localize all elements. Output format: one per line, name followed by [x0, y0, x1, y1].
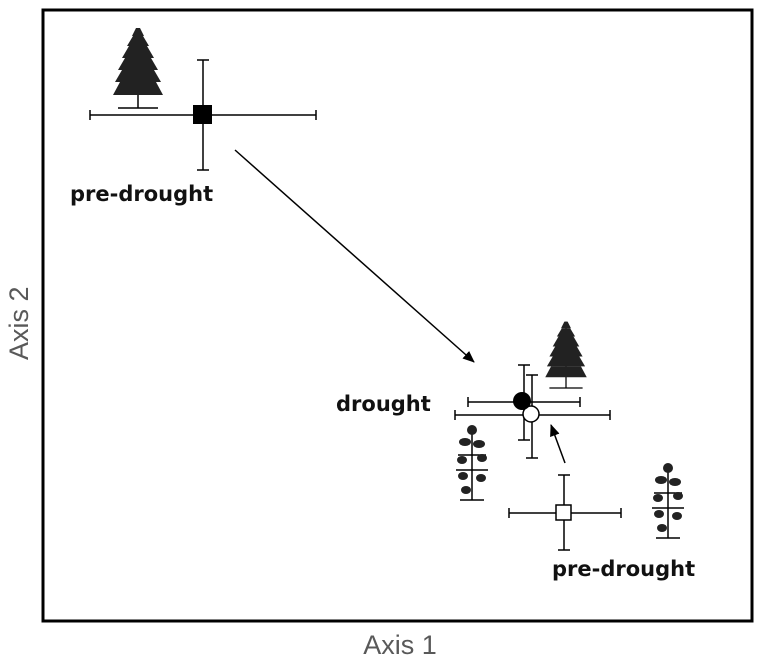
conifer-tree-icon [544, 320, 588, 389]
marker-open-circle [522, 405, 540, 423]
marker-open-square [555, 504, 572, 521]
arrow-long [234, 149, 475, 363]
marker-filled-circle [513, 392, 531, 410]
conifer-tree-icon [112, 27, 164, 109]
sapling-icon [651, 462, 685, 539]
y-axis-title: Axis 2 [4, 286, 34, 360]
plot-frame [41, 8, 754, 623]
x-axis-title: Axis 1 [363, 630, 437, 660]
label-drought: drought [336, 392, 431, 416]
marker-filled-square [193, 105, 212, 124]
arrow-short [550, 424, 566, 464]
label-pre-drought-1: pre-drought [70, 182, 214, 206]
sapling-icon [455, 424, 489, 501]
label-pre-drought-2: pre-drought [552, 557, 696, 581]
